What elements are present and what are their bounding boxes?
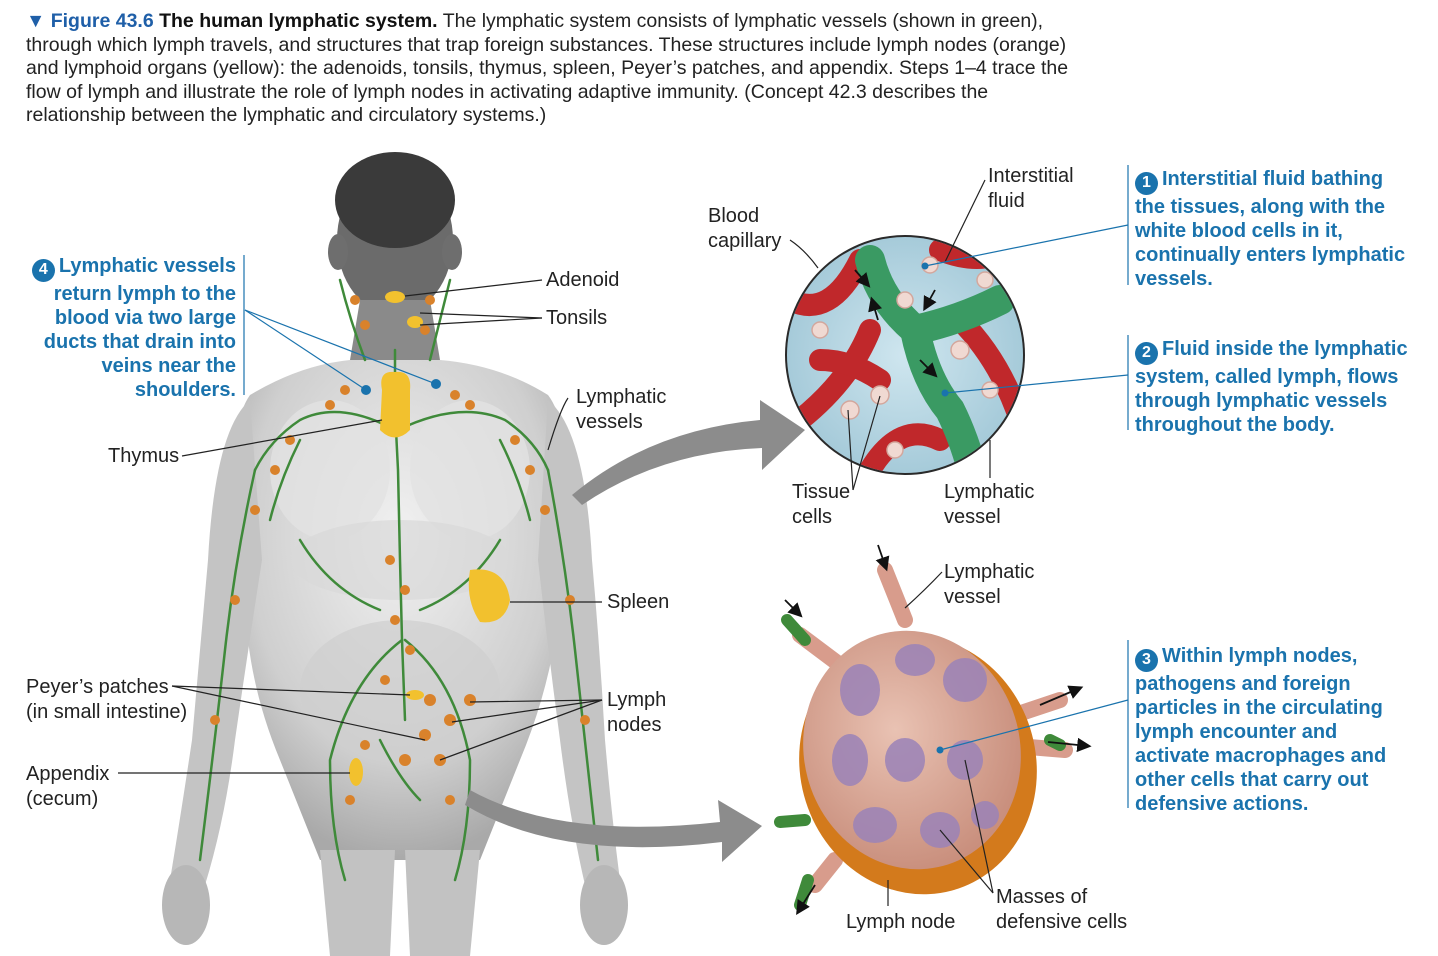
lymph-node-detail [774,544,1092,916]
body-lymphatic-vessels [198,278,600,882]
label-appendix: Appendix (cecum) [26,763,110,810]
label-interstitial-fluid: Interstitial fluid [988,165,1074,212]
label-lymph-nodes: Lymph nodes [607,689,667,736]
figure-title: The human lymphatic system. [159,10,438,32]
leader-lines [118,179,994,906]
figure-caption: ▼ Figure 43.6 The human lymphatic system… [26,10,1086,128]
label-spleen: Spleen [607,591,670,613]
capillary-detail [785,235,1025,475]
step-1-number: 1 [1135,171,1158,195]
human-body [162,152,628,956]
tonsils-shape [407,316,423,328]
figure-number: ▼ Figure 43.6 [26,10,154,32]
label-peyers-patches: Peyer’s patches (in small intestine) [26,676,188,723]
peyers-patch-shape [406,690,424,700]
label-blood-capillary: Blood capillary [708,205,782,252]
appendix-shape [349,758,363,786]
step-leader-lines [243,165,1129,808]
arrow-to-node [465,790,762,862]
step-3-number: 3 [1135,648,1158,672]
spleen-shape [468,569,510,623]
label-tissue-cells: Tissue cells [792,481,851,528]
step-4-number: 4 [31,258,55,282]
caption-text: The lymphatic system consists of lymphat… [26,10,1069,126]
arrow-to-capillary [572,400,805,505]
label-lymph-node: Lymph node [846,911,956,933]
body-lymph-nodes [210,295,590,805]
label-adenoid: Adenoid [546,269,620,291]
adenoid-shape [385,291,405,303]
label-lymphatic-vessels: Lymphatic vessels [576,386,667,433]
label-lymphatic-vessel-capillary: Lymphatic vessel [944,481,1035,528]
lymphoid-organs [349,291,510,786]
label-masses-of-defensive-cells: Masses of defensive cells [996,886,1128,933]
label-tonsils: Tonsils [546,307,608,329]
label-thymus: Thymus [108,445,180,467]
thymus-shape [380,371,411,438]
label-lymphatic-vessel-node: Lymphatic vessel [944,561,1035,608]
step-2-number: 2 [1135,341,1158,365]
